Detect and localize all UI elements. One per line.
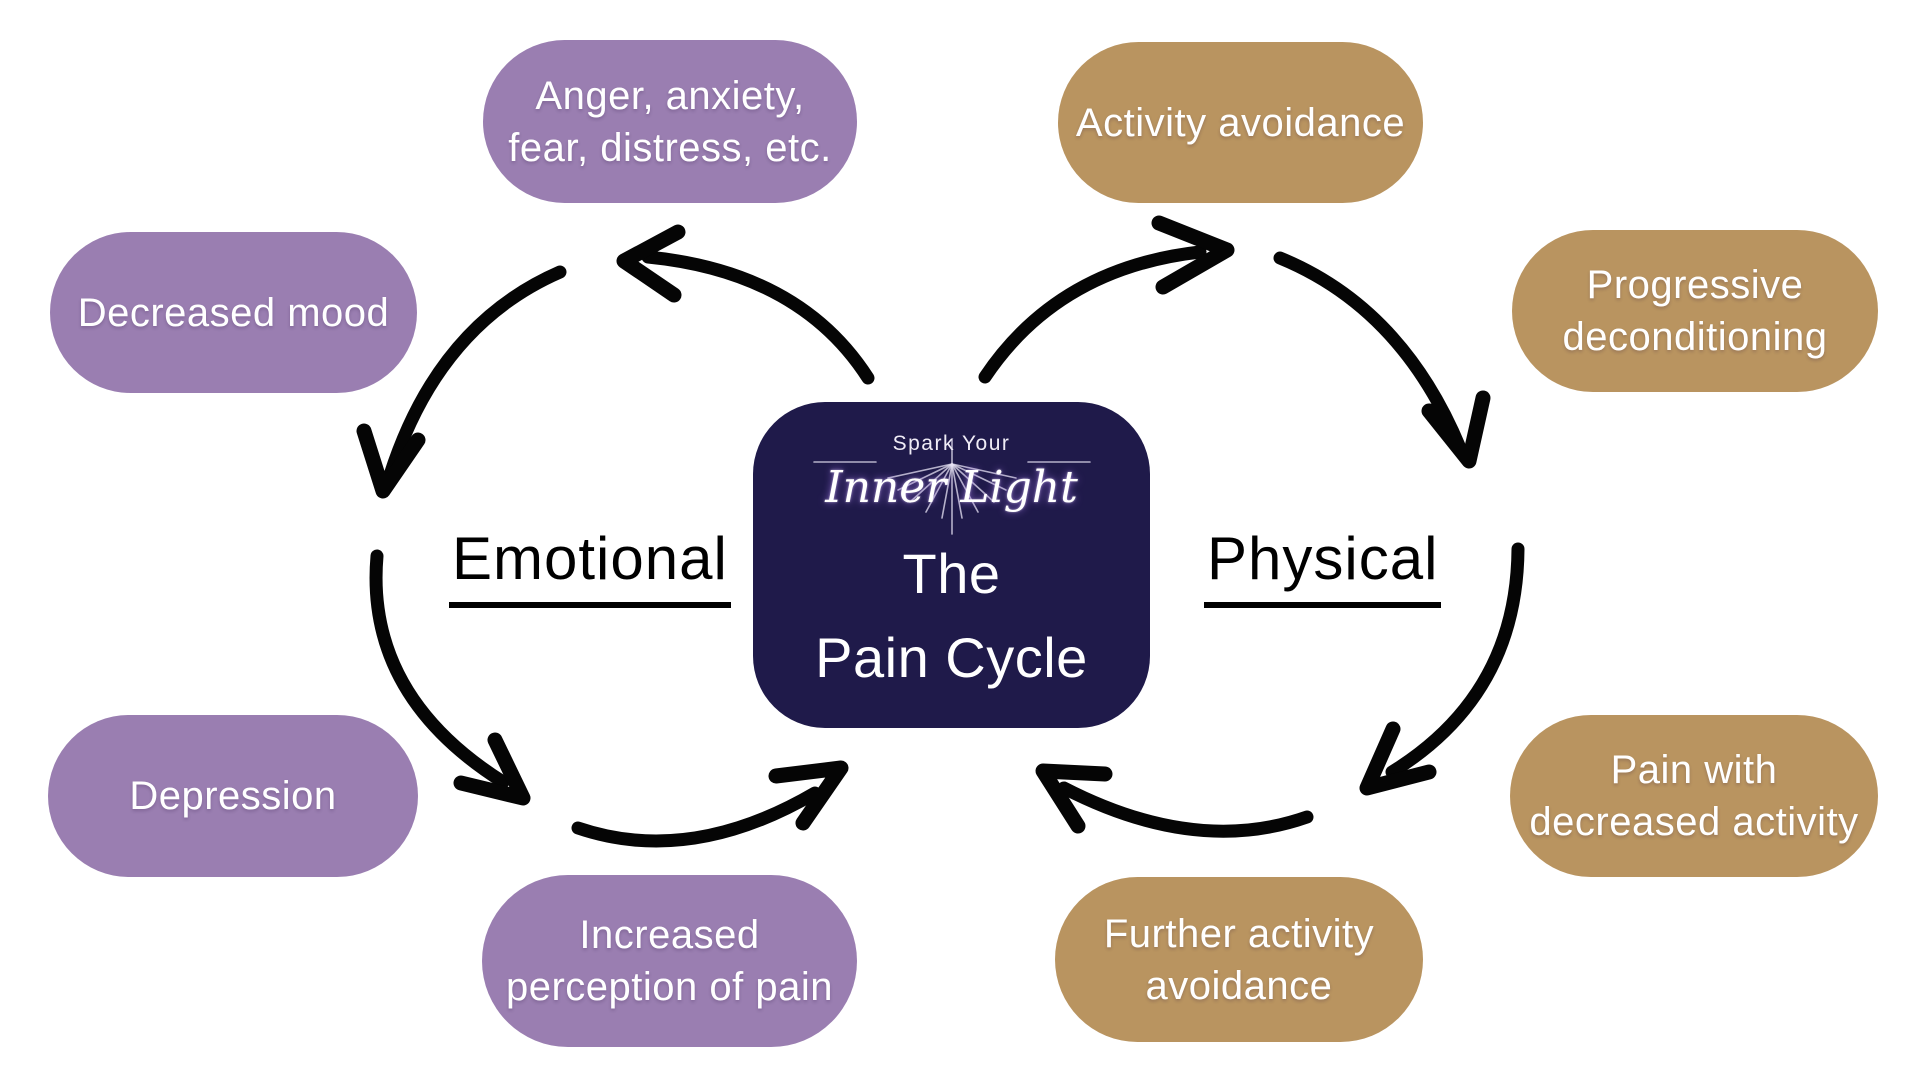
arrow-avoidance-to-deconditioning-icon [1273,251,1491,469]
pill-further-activity-avoidance: Further activity avoidance [1055,877,1423,1042]
pill-increased-perception-of-pain-label: Increased perception of pain [505,913,833,1009]
physical-section-label: Physical [1204,524,1442,608]
arrow-further-avoidance-to-center-icon [1035,763,1314,838]
arrow-center-to-anger-icon [616,224,875,385]
logo-script-text: Inner Light [825,462,1078,513]
pill-anger-anxiety: Anger, anxiety, fear, distress, etc. [483,40,857,203]
sunburst-rays-icon [812,439,1091,535]
pill-increased-perception-of-pain: Increased perception of pain [482,875,857,1047]
emotional-section-label: Emotional [449,524,731,608]
arrow-center-to-activity-avoidance-icon [978,215,1235,384]
pill-decreased-mood: Decreased mood [50,232,417,393]
pill-anger-anxiety-label: Anger, anxiety, fear, distress, etc. [508,73,832,170]
center-title-card: Spark Your Inner Light The Pain Cycle [753,402,1150,728]
pill-pain-with-decreased-activity-label: Pain with decreased activity [1529,748,1859,844]
diagram-title: The Pain Cycle [815,532,1088,700]
arrow-perception-to-center-icon [571,760,849,848]
pill-depression-label: Depression [129,774,337,818]
logo-top-text: Spark Your [892,432,1011,455]
pill-activity-avoidance-label: Activity avoidance [1075,100,1406,145]
pill-pain-with-decreased-activity: Pain with decreased activity [1510,715,1878,877]
pill-progressive-deconditioning-label: Progressive deconditioning [1562,263,1828,359]
pill-decreased-mood-label: Decreased mood [77,290,390,335]
pill-depression: Depression [48,715,418,877]
diagram-title-line1: The [902,542,1001,605]
pill-further-activity-avoidance-label: Further activity avoidance [1103,911,1375,1008]
spark-your-inner-light-logo: Spark Your Inner Light [802,426,1102,535]
pill-progressive-deconditioning: Progressive deconditioning [1512,230,1878,392]
diagram-title-line2: Pain Cycle [815,626,1088,689]
pill-activity-avoidance: Activity avoidance [1058,42,1423,203]
